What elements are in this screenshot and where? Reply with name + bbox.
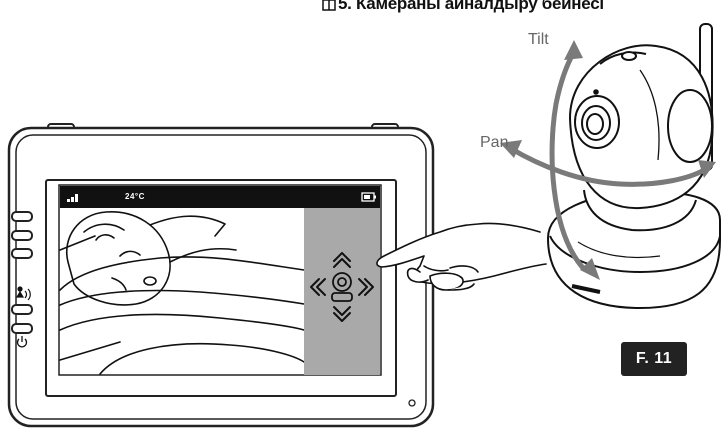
side-button-talk[interactable] [12,305,32,314]
baby-camera [548,24,720,308]
pan-label: Pan [480,134,508,152]
section-heading: 5. Камераны айналдыру бейнесі [322,0,721,16]
figure-label: F. 11 [621,342,687,376]
status-overlay: 24°C [61,186,379,208]
section-heading-text: 5. Камераны айналдыру бейнесі [338,0,604,14]
side-button-3[interactable] [12,249,32,258]
tilt-arrowhead-top [564,40,583,60]
side-button-1[interactable] [12,212,32,221]
book-icon [322,0,336,12]
side-button-power[interactable] [12,324,32,333]
temperature-readout: 24°C [125,192,145,201]
side-button-2[interactable] [12,231,32,240]
parent-unit [9,124,433,426]
tilt-label: Tilt [528,31,549,49]
